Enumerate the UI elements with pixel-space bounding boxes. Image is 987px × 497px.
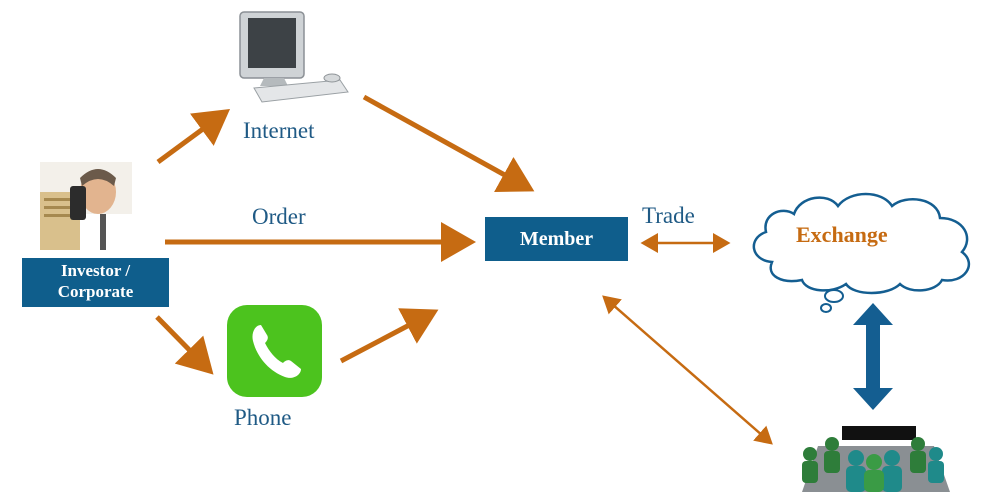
exchange-label: Exchange (796, 222, 888, 247)
trade-label: Trade (642, 203, 695, 228)
cloud-icon (742, 180, 982, 320)
arrow-investor-to-internet (156, 109, 231, 165)
order-label: Order (252, 204, 306, 229)
computer-icon (232, 8, 352, 108)
investor-label-line2: Corporate (57, 282, 134, 301)
meeting-room-icon (796, 422, 956, 492)
phone-label: Phone (234, 405, 292, 430)
member-box: Member (485, 217, 628, 261)
internet-label: Internet (243, 118, 315, 143)
member-label: Member (519, 228, 594, 250)
phone-icon (227, 305, 322, 397)
arrow-internet-to-member (362, 94, 535, 192)
investor-photo-icon (40, 162, 132, 250)
arrow-member-meeting (602, 295, 773, 445)
arrow-phone-to-member (339, 308, 439, 364)
exchange-meeting-double-arrow (853, 303, 893, 410)
arrow-investor-to-phone (155, 315, 214, 375)
investor-label-line1: Investor / (60, 261, 131, 280)
investor-corporate-box: Investor / Corporate (22, 258, 169, 307)
